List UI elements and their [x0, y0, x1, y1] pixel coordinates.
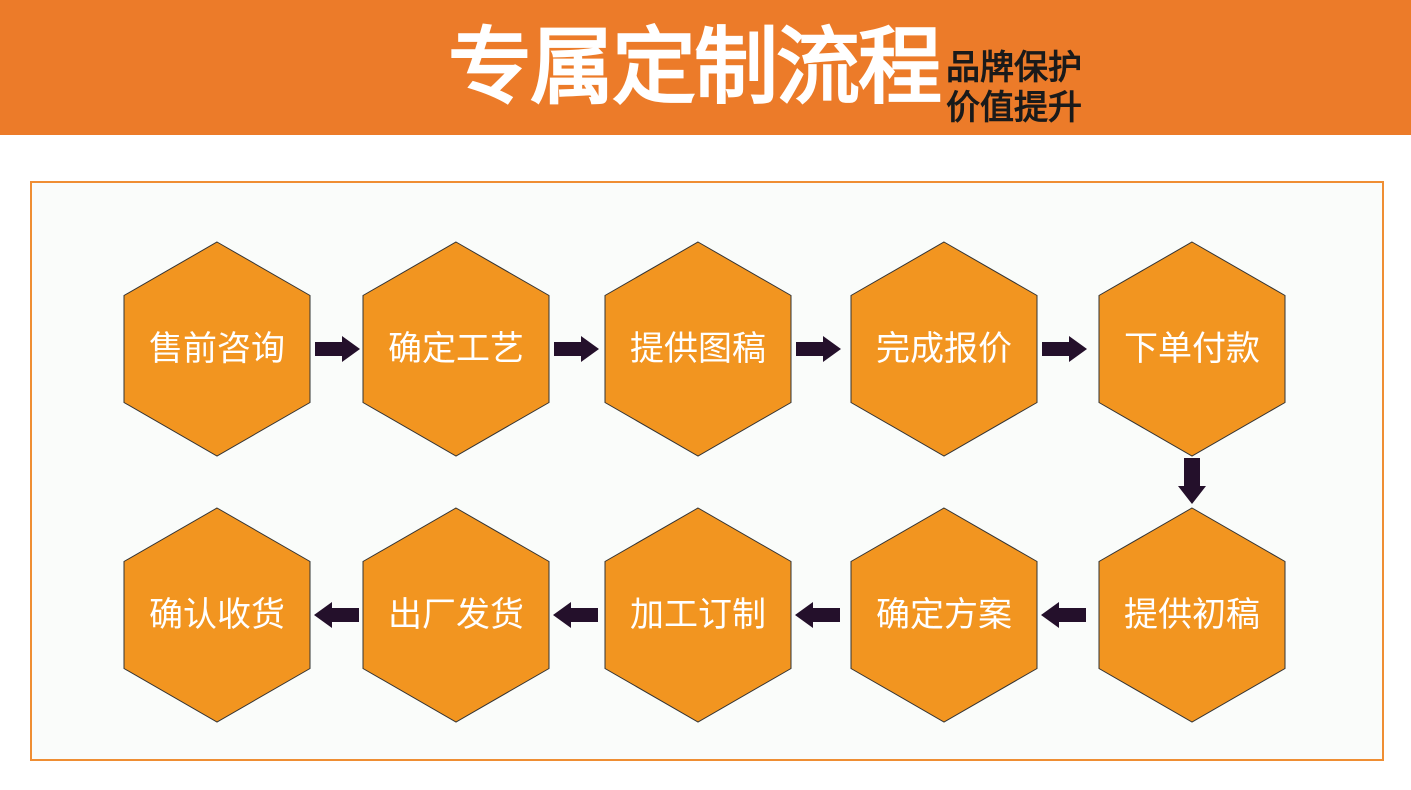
step-label: 确定方案 [876, 595, 1012, 635]
step-label: 提供图稿 [630, 329, 766, 369]
flow-arrow [314, 602, 359, 628]
step-hexagon [362, 241, 550, 457]
flow-arrow [1041, 602, 1086, 628]
header-slogan: 品牌保护 价值提升 [946, 48, 1146, 128]
flow-arrow [554, 336, 599, 362]
step-node: 售前咨询 [123, 241, 311, 457]
step-hexagon [362, 507, 550, 723]
step-node: 提供图稿 [604, 241, 792, 457]
step-label: 售前咨询 [149, 329, 285, 369]
step-label: 下单付款 [1124, 329, 1260, 369]
step-node: 下单付款 [1098, 241, 1286, 457]
flow-arrow [553, 602, 598, 628]
step-hexagon [850, 507, 1038, 723]
header-banner: 专属定制流程 品牌保护 价值提升 [0, 0, 1411, 135]
step-node: 完成报价 [850, 241, 1038, 457]
slogan-line-1: 品牌保护 [946, 48, 1082, 88]
step-label: 加工订制 [630, 595, 766, 635]
flow-arrow [315, 336, 360, 362]
step-label: 出厂发货 [388, 595, 524, 635]
flow-arrow [796, 336, 841, 362]
step-node: 确定方案 [850, 507, 1038, 723]
step-label: 完成报价 [876, 329, 1012, 369]
step-label: 确认收货 [149, 595, 285, 635]
flow-arrow [1042, 336, 1087, 362]
step-hexagon [604, 241, 792, 457]
step-hexagon [604, 507, 792, 723]
step-hexagon [123, 241, 311, 457]
slogan-line-2: 价值提升 [946, 88, 1082, 128]
step-hexagon [123, 507, 311, 723]
step-label: 确定工艺 [388, 329, 524, 369]
step-node: 加工订制 [604, 507, 792, 723]
step-node: 确认收货 [123, 507, 311, 723]
flow-arrow [1178, 458, 1206, 504]
step-label: 提供初稿 [1124, 595, 1260, 635]
step-hexagon [850, 241, 1038, 457]
step-hexagon [1098, 507, 1286, 723]
flow-arrow [795, 602, 840, 628]
step-node: 出厂发货 [362, 507, 550, 723]
step-node: 提供初稿 [1098, 507, 1286, 723]
step-hexagon [1098, 241, 1286, 457]
step-node: 确定工艺 [362, 241, 550, 457]
page-title: 专属定制流程 [448, 18, 942, 116]
